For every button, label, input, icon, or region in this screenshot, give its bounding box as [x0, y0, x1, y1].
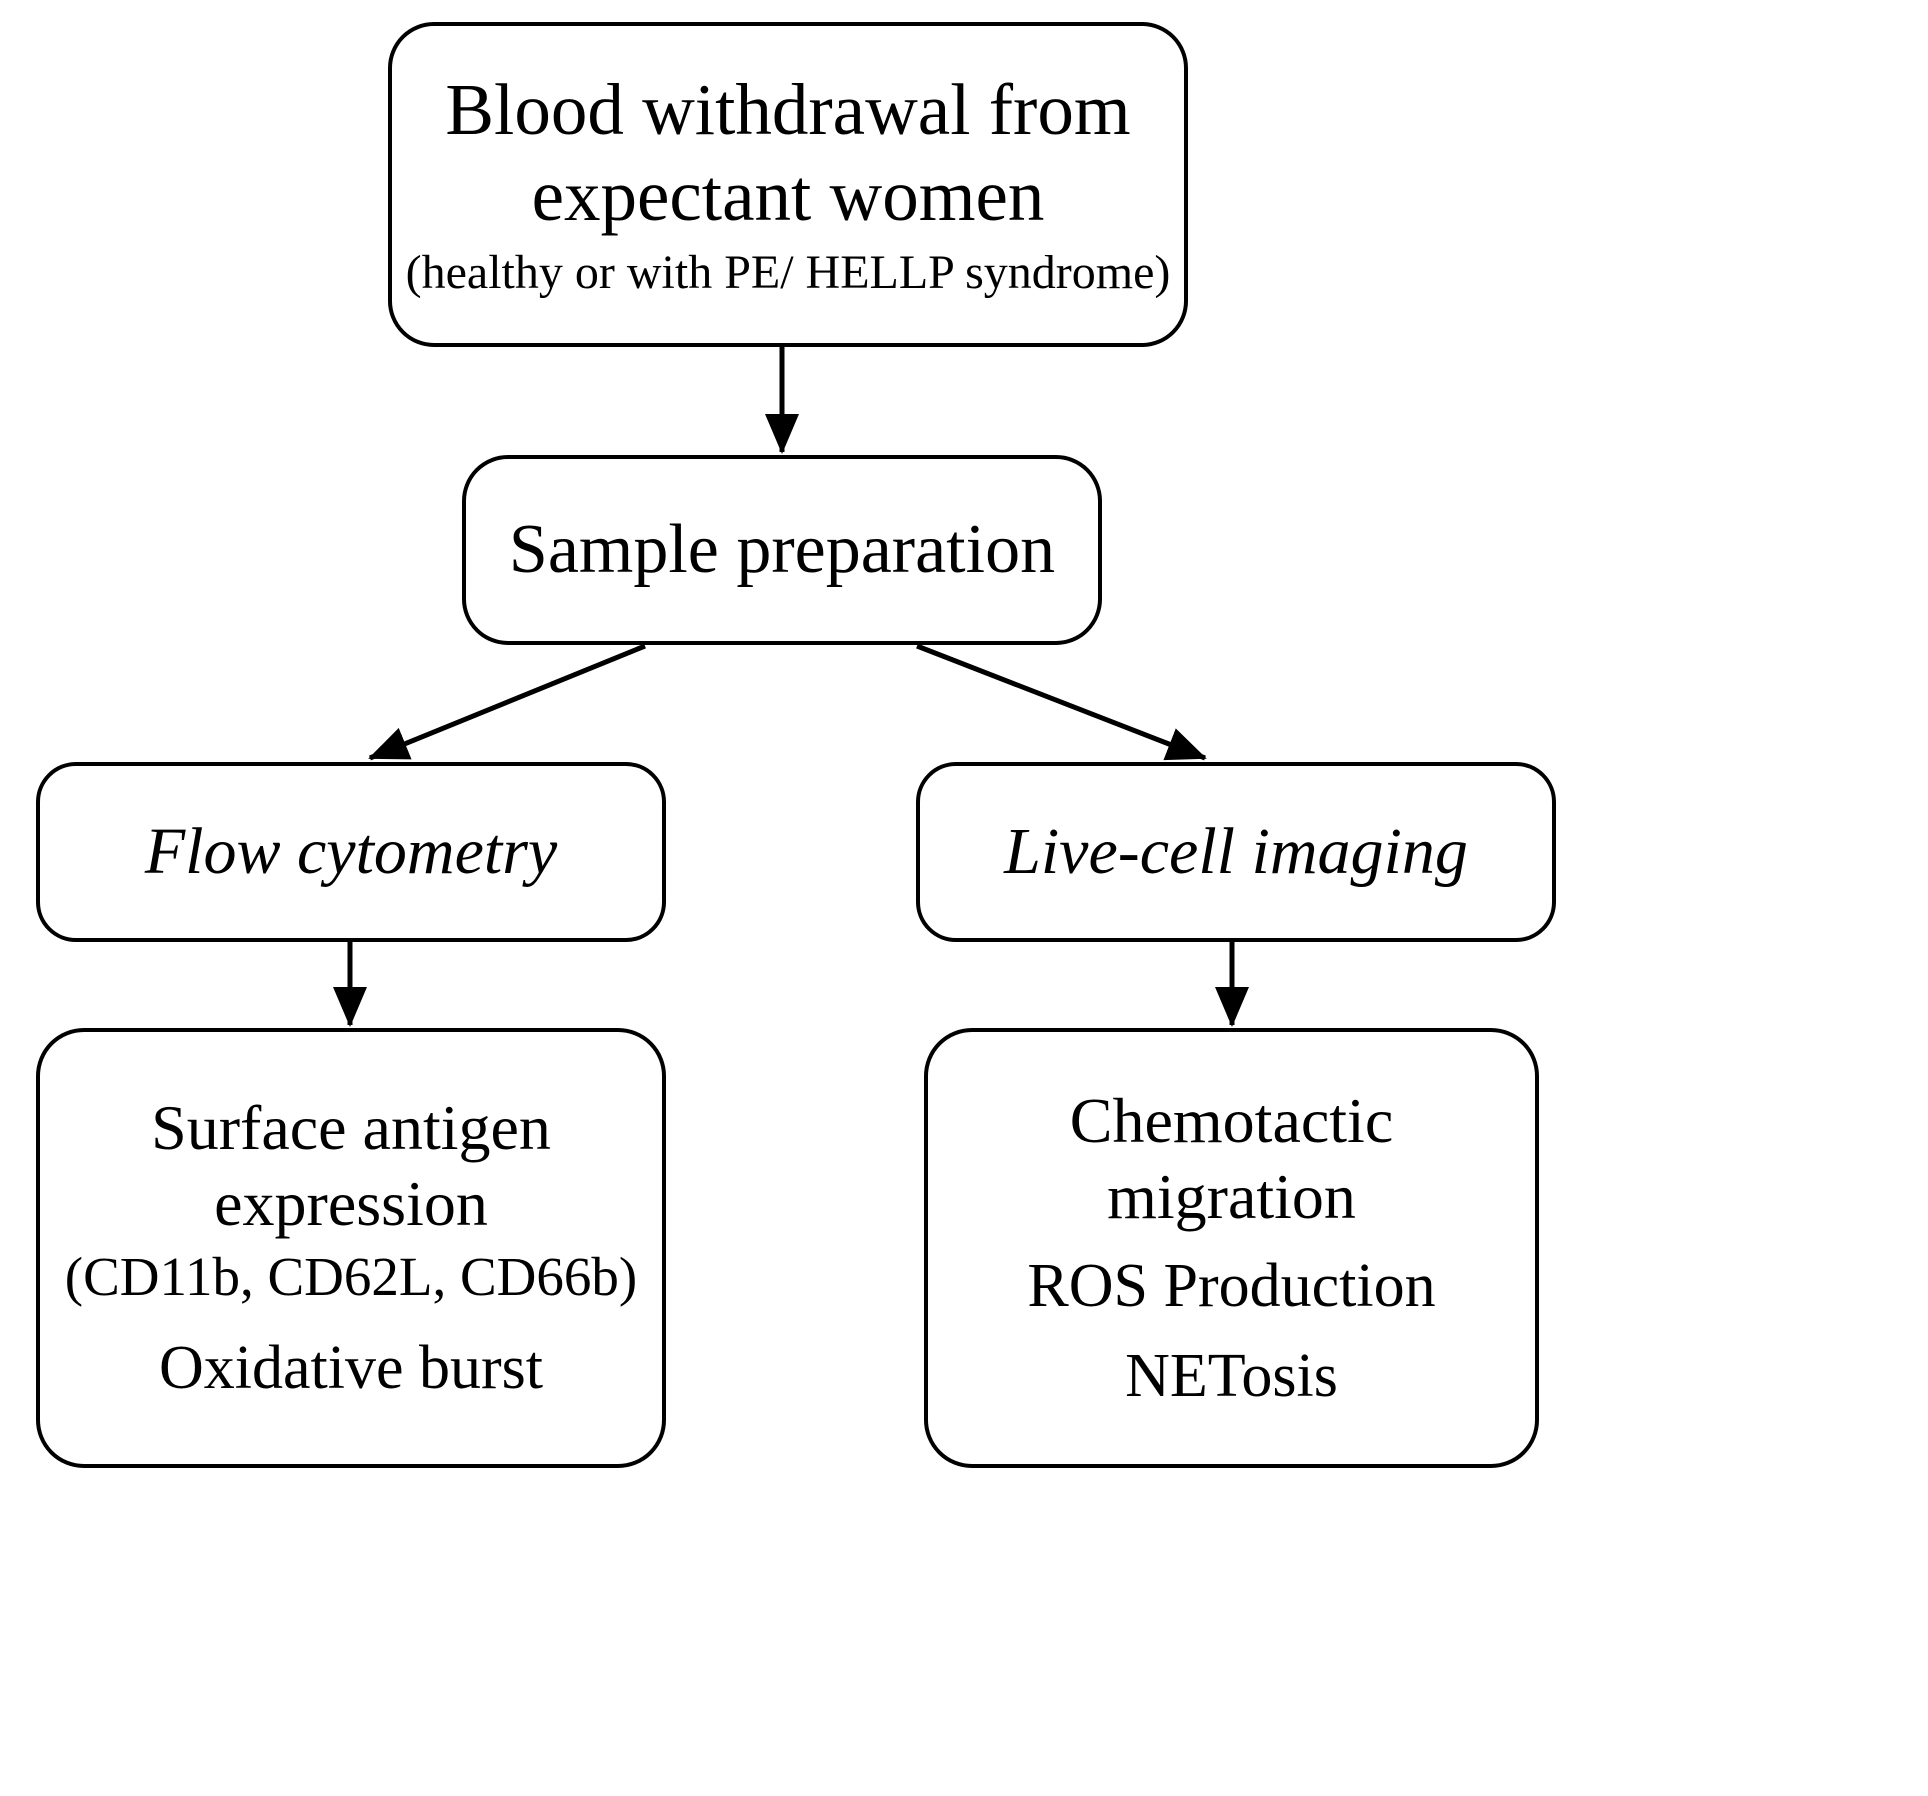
node-sample-preparation-label: Sample preparation: [508, 510, 1056, 588]
node-flow-cytometry-label: Flow cytometry: [144, 815, 558, 889]
node-live-cell-imaging[interactable]: Live-cell imaging: [916, 762, 1556, 942]
node-surface-antigen-line1: Surface antigen: [151, 1092, 551, 1164]
node-surface-antigen-oxidative-burst: Oxidative burst: [159, 1334, 543, 1403]
node-live-cell-assays[interactable]: Chemotactic migration ROS Production NET…: [924, 1028, 1539, 1468]
node-live-cell-assays-line2: migration: [1107, 1160, 1356, 1232]
node-blood-withdrawal-line3: (healthy or with PE/ HELLP syndrome): [405, 246, 1171, 300]
node-blood-withdrawal-line1: Blood withdrawal from: [445, 69, 1131, 151]
node-blood-withdrawal-line2: expectant women: [531, 155, 1045, 237]
node-surface-antigen-expression[interactable]: Surface antigen expression (CD11b, CD62L…: [36, 1028, 666, 1468]
edge-sample-to-flow: [368, 643, 646, 761]
node-surface-antigen-markers: (CD11b, CD62L, CD66b): [64, 1246, 638, 1308]
node-live-cell-imaging-label: Live-cell imaging: [1004, 815, 1468, 889]
node-blood-withdrawal[interactable]: Blood withdrawal from expectant women (h…: [388, 22, 1188, 347]
node-surface-antigen-line2: expression: [214, 1167, 488, 1239]
node-live-cell-assays-line1: Chemotactic: [1069, 1085, 1394, 1157]
node-sample-preparation[interactable]: Sample preparation: [462, 455, 1102, 645]
node-live-cell-assays-ros: ROS Production: [1027, 1252, 1436, 1321]
edge-sample-to-imaging: [916, 643, 1207, 761]
node-live-cell-assays-netosis: NETosis: [1125, 1341, 1338, 1410]
node-flow-cytometry[interactable]: Flow cytometry: [36, 762, 666, 942]
